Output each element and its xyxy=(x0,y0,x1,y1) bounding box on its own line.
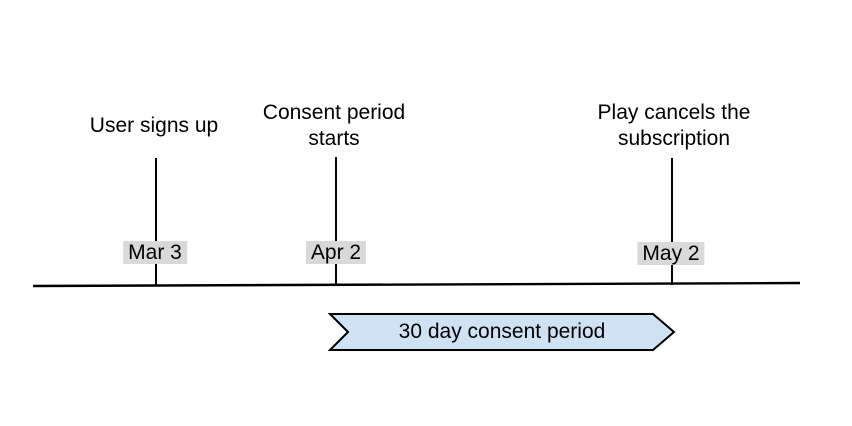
consent-period-ribbon xyxy=(327,313,676,351)
event-label-user-signs-up: User signs up xyxy=(89,114,219,137)
date-chip-apr-2: Apr 2 xyxy=(305,241,367,264)
timeline-axis xyxy=(32,281,801,288)
event-label-play-cancels-subscription: Play cancels the subscription xyxy=(597,101,751,150)
event-label-consent-period-starts: Consent period starts xyxy=(262,101,406,150)
consent-period-label: 30 day consent period xyxy=(398,320,606,343)
date-chip-mar-3: Mar 3 xyxy=(123,241,187,264)
date-chip-may-2: May 2 xyxy=(637,242,705,265)
